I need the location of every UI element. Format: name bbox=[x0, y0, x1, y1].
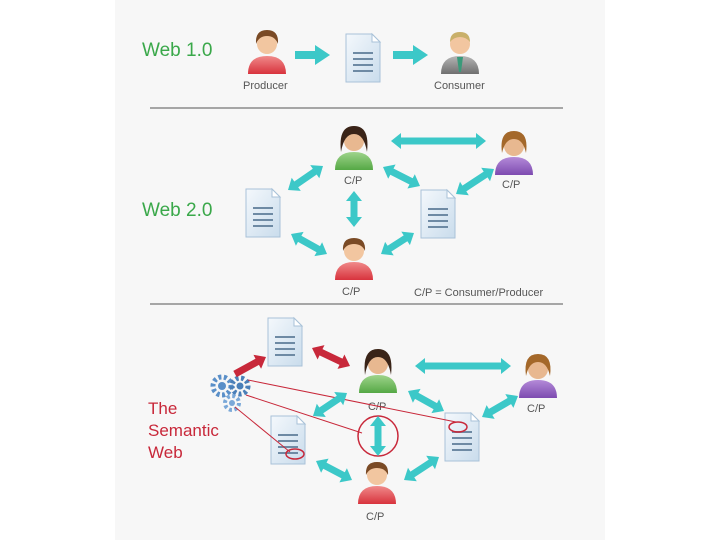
semantic-title-line1: The bbox=[148, 399, 177, 418]
arrow-right-icon bbox=[393, 45, 428, 65]
double-arrow-icon bbox=[408, 388, 444, 414]
semantic-link-lines bbox=[234, 379, 468, 460]
cp-label: C/P bbox=[527, 403, 545, 415]
cp-label: C/P bbox=[342, 286, 360, 298]
document-icon bbox=[420, 189, 456, 239]
document-icon bbox=[345, 33, 381, 83]
document-icon bbox=[267, 317, 303, 367]
document-icon bbox=[444, 412, 480, 462]
web2-title: Web 2.0 bbox=[142, 200, 212, 221]
arrow-right-icon bbox=[295, 45, 330, 65]
semantic-title-line2: Semantic bbox=[148, 421, 219, 440]
semantic-title-line3: Web bbox=[148, 443, 183, 462]
double-arrow-icon bbox=[291, 231, 327, 257]
double-arrow-icon bbox=[383, 164, 420, 189]
cp-legend: C/P = Consumer/Producer bbox=[414, 287, 543, 299]
double-arrow-icon bbox=[346, 191, 362, 227]
producer-person-icon bbox=[248, 30, 286, 74]
cp-purple-person-icon bbox=[519, 354, 557, 398]
double-arrow-icon bbox=[312, 345, 350, 369]
consumer-label: Consumer bbox=[434, 80, 485, 92]
cp-label: C/P bbox=[344, 175, 362, 187]
cp-label: C/P bbox=[502, 179, 520, 191]
cp-red-person-icon bbox=[335, 238, 373, 280]
gear-icon bbox=[210, 374, 234, 398]
double-arrow-icon bbox=[391, 133, 486, 149]
cp-green-person-icon bbox=[359, 349, 397, 393]
cp-green-person-icon bbox=[335, 126, 373, 170]
cp-label: C/P bbox=[366, 511, 384, 523]
cp-purple-person-icon bbox=[495, 131, 533, 175]
gear-icon bbox=[223, 394, 241, 412]
gear-icon bbox=[229, 375, 251, 397]
producer-label: Producer bbox=[243, 80, 288, 92]
double-arrow-icon bbox=[316, 458, 352, 483]
document-icon bbox=[245, 188, 281, 238]
double-arrow-icon bbox=[415, 358, 511, 374]
double-arrow-icon bbox=[288, 165, 323, 191]
double-arrow-icon bbox=[482, 394, 518, 419]
double-arrow-icon bbox=[381, 231, 414, 256]
arrow-icon bbox=[233, 354, 266, 378]
consumer-person-icon bbox=[441, 32, 479, 74]
cp-red-person-icon bbox=[358, 462, 396, 504]
cp-label: C/P bbox=[368, 401, 386, 413]
double-arrow-icon bbox=[370, 416, 386, 456]
double-arrow-icon bbox=[456, 167, 494, 196]
double-arrow-icon bbox=[313, 392, 347, 417]
double-arrow-icon bbox=[404, 455, 439, 482]
web1-title: Web 1.0 bbox=[142, 40, 212, 61]
